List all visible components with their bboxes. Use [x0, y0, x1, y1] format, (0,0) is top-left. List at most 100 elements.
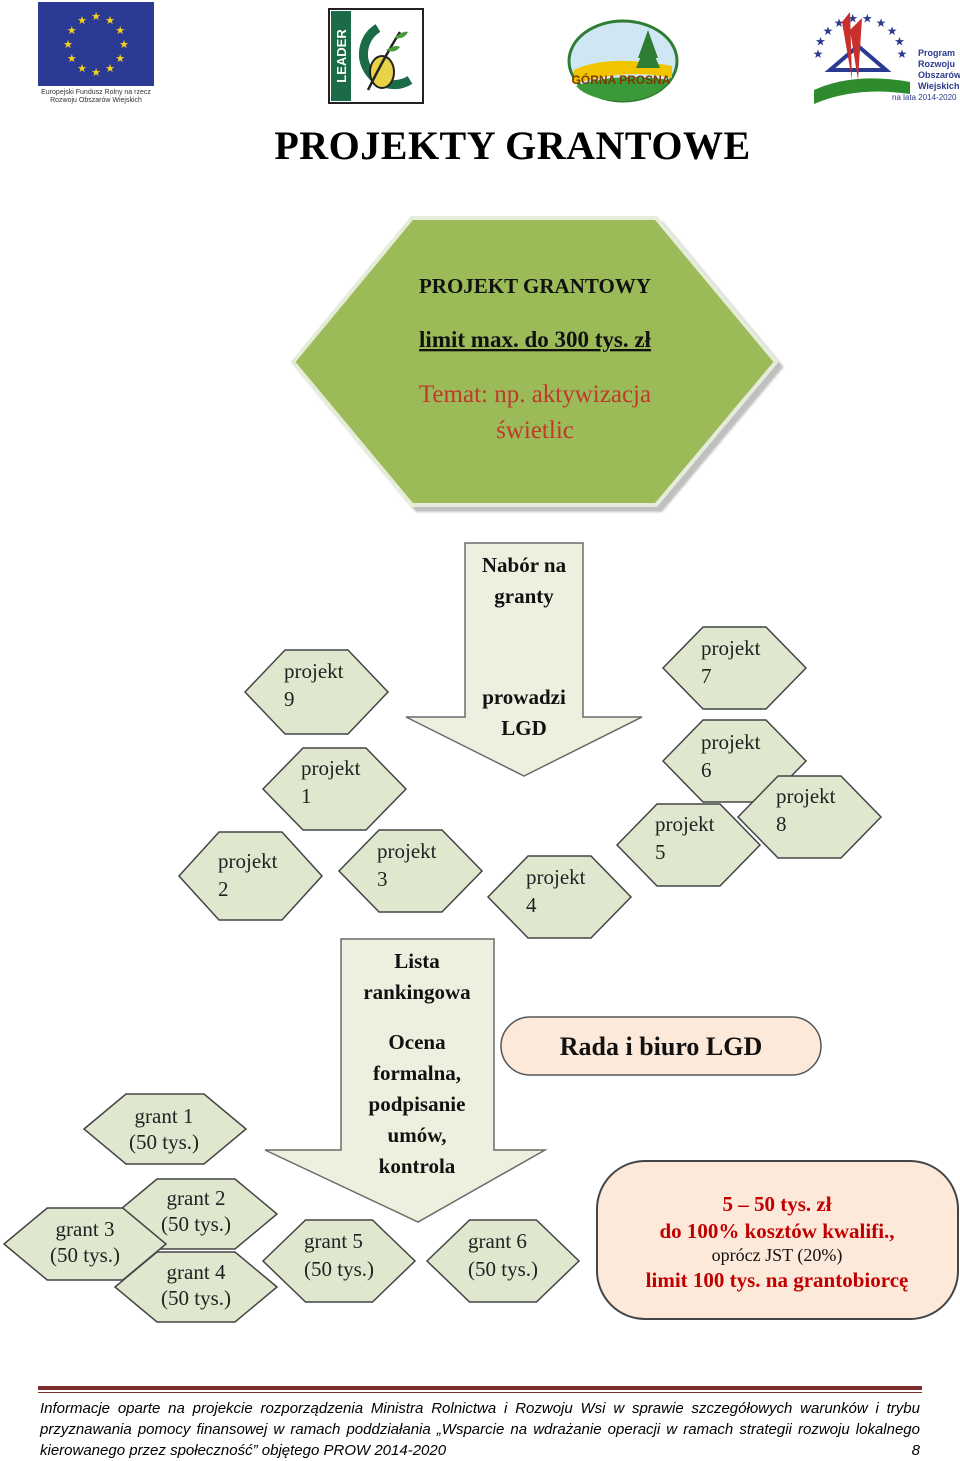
project-hex-number: 2 [218, 877, 229, 901]
main-hex-limit: limit max. do 300 tys. zł [419, 327, 652, 352]
project-hex-shape [661, 626, 808, 710]
prow-logo: ★★★★★★★★★★ Program Rozwoju Obszarów Wiej… [813, 12, 960, 104]
grant-hexagons: grant 1(50 tys.)grant 2(50 tys.)grant 3(… [2, 1093, 581, 1323]
arrow-nabor-line2: granty [494, 584, 554, 608]
grant-hex-3: grant 3(50 tys.) [2, 1207, 168, 1281]
leader-arc [358, 24, 413, 89]
project-hex-6: projekt 6 [661, 719, 808, 803]
grant-hex-shape [2, 1207, 168, 1281]
grant-hex-5: grant 5(50 tys.) [261, 1219, 417, 1303]
footer-text: Informacje oparte na projekcie rozporząd… [40, 1400, 920, 1459]
eu-star: ★ [105, 63, 115, 75]
eu-star: ★ [67, 25, 77, 37]
eu-star: ★ [115, 53, 125, 65]
arrow-nabor [405, 542, 643, 777]
footer-rule-thin [38, 1392, 922, 1393]
lgd-logo-text: GÓRNA PROSNA [572, 72, 671, 87]
grant-hex-6: grant 6(50 tys.) [425, 1219, 581, 1303]
footer-rule-thick [38, 1386, 922, 1390]
prow-field [814, 78, 910, 104]
prow-star: ★ [815, 35, 826, 49]
project-hex-shape [261, 747, 408, 831]
main-hex-heading: PROJEKT GRANTOWY [419, 274, 651, 298]
prow-line5: na lata 2014-2020 [892, 93, 957, 102]
arrow-lista-line7: kontrola [379, 1154, 456, 1178]
project-hex-number: 3 [377, 867, 388, 891]
eu-star: ★ [115, 25, 125, 37]
project-hex-label: projekt [701, 636, 761, 660]
project-hex-number: 8 [776, 812, 787, 836]
prow-line2: Rozwoju [918, 59, 955, 69]
page-title: PROJEKTY GRANTOWE [274, 123, 751, 168]
eu-star: ★ [63, 39, 73, 51]
rada-box [500, 1016, 822, 1076]
lgd-logo-tree [636, 30, 660, 68]
arrow-lista-line5: podpisanie [369, 1092, 466, 1116]
info-box-line3: oprócz JST (20%) [712, 1245, 843, 1266]
project-hex-label: projekt [301, 756, 361, 780]
prow-line1: Program [918, 48, 955, 58]
project-hex-4: projekt 4 [486, 855, 633, 939]
grant-hex-2: grant 2(50 tys.) [113, 1178, 279, 1250]
project-hex-number: 9 [284, 687, 295, 711]
grant-diagram: PROJEKT GRANTOWY limit max. do 300 tys. … [2, 216, 959, 1323]
grant-hex-amount: (50 tys.) [161, 1286, 231, 1310]
gorna-prosna-logo: GÓRNA PROSNA [567, 19, 679, 103]
project-hex-shape [661, 719, 808, 803]
prow-star: ★ [894, 35, 905, 49]
prow-stars: ★★★★★★★★★★ [813, 12, 908, 61]
prow-star: ★ [813, 47, 824, 61]
project-hex-label: projekt [655, 812, 715, 836]
arrow-lista-line3: Ocena [388, 1030, 446, 1054]
project-hex-shape [615, 803, 762, 887]
prow-star: ★ [897, 47, 908, 61]
prow-grain [842, 12, 862, 80]
leader-text: LEADER [334, 29, 349, 83]
info-box-line2: do 100% kosztów kwalifi., [659, 1219, 894, 1243]
eu-star: ★ [91, 67, 101, 79]
eu-star: ★ [105, 15, 115, 27]
rada-box-text: Rada i biuro LGD [560, 1032, 763, 1061]
project-hex-label: projekt [701, 730, 761, 754]
eu-star: ★ [119, 39, 129, 51]
grant-hex-amount: (50 tys.) [129, 1130, 199, 1154]
grant-hex-label: grant 2 [167, 1186, 226, 1210]
main-hex-topic-line2: świetlic [496, 417, 574, 444]
main-hex-topic-line1: Temat: np. aktywizacja [419, 381, 651, 408]
eu-flag-background [38, 2, 154, 86]
eu-flag-logo: ★★★★★★★★★★★★ Europejski Fundusz Rolny na… [38, 2, 154, 104]
project-hex-label: projekt [776, 784, 836, 808]
lgd-logo-hill [576, 77, 670, 101]
eu-star: ★ [91, 11, 101, 23]
arrow-lista-line4: formalna, [373, 1061, 461, 1085]
grant-hex-amount: (50 tys.) [50, 1243, 120, 1267]
grant-hex-amount: (50 tys.) [468, 1257, 538, 1281]
prow-star: ★ [822, 24, 833, 38]
arrow-lista [264, 938, 548, 1223]
leader-logo: LEADER [328, 8, 424, 104]
prow-line3: Obszarów [918, 70, 960, 80]
prow-star: ★ [834, 16, 845, 30]
eu-stars: ★★★★★★★★★★★★ [63, 11, 129, 79]
prow-line4: Wiejskich [918, 81, 959, 91]
project-hex-number: 1 [301, 784, 312, 808]
grant-hex-amount: (50 tys.) [304, 1257, 374, 1281]
project-hex-label: projekt [526, 865, 586, 889]
project-hex-number: 6 [701, 758, 712, 782]
info-box [596, 1160, 959, 1320]
eu-star: ★ [77, 15, 87, 27]
project-hex-shape [337, 829, 484, 913]
project-hex-label: projekt [284, 659, 344, 683]
project-hex-shape [177, 831, 324, 921]
grant-hex-shape [82, 1093, 248, 1165]
prow-star: ★ [847, 12, 858, 26]
project-hex-number: 4 [526, 893, 537, 917]
project-hex-8: projekt 8 [736, 775, 883, 859]
eu-star: ★ [77, 63, 87, 75]
arrow-lista-line1: Lista [394, 949, 440, 973]
arrow-lista-line2: rankingowa [363, 980, 471, 1004]
